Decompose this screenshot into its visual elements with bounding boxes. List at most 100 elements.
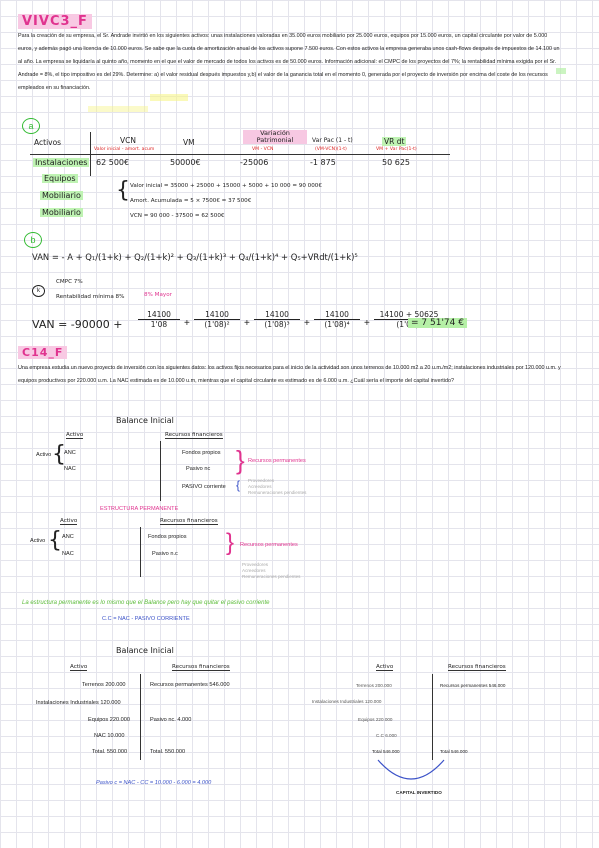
fraction-denominator: (1'08)⁴ — [324, 320, 350, 329]
fraction-denominator: 1'08 — [150, 320, 168, 329]
balance2-right-item-0: Fondos propios — [148, 534, 187, 540]
balance2-divider — [140, 527, 141, 577]
van-fraction-term: 14100(1'08)² — [194, 310, 240, 329]
balance4-activo-header: Activo — [376, 664, 394, 671]
balance4-left-item-2: Equipos 220.000 — [358, 717, 393, 722]
row-instalaciones: Instalaciones — [33, 158, 90, 167]
part-b-label: b — [24, 232, 42, 248]
exercise-2-statement: Una empresa estudia un nuevo proyecto de… — [18, 365, 561, 384]
balance2-left-item-1: NAC — [62, 551, 74, 557]
balance1-right-item-1: Pasivo nc — [186, 466, 211, 472]
balance4-right-item-1: Total 546.000 — [440, 749, 468, 754]
balance4-left-item-1: Instalaciones Industriales 120.000 — [312, 699, 382, 704]
subheader-vcn: Valor inicial - amort. acum — [94, 147, 155, 152]
balance2-note-1: Acreedores — [242, 568, 266, 573]
balance1-right-item-2: PASIVO corriente — [182, 484, 226, 490]
balance3-rec-header: Recursos financieros — [172, 664, 230, 671]
value-vm: 50000€ — [170, 158, 201, 167]
balance4-right-item-0: Recursos permanentes 546.000 — [440, 683, 506, 688]
balance2-note-0: Proveedores — [242, 562, 269, 567]
balance1-left-brace: { — [52, 442, 66, 467]
balance1-brace-label: Recursos permanentes — [248, 458, 306, 464]
exercise-title-1: VIVC3_F — [18, 14, 92, 29]
balance2-rec-header: Recursos financieros — [160, 518, 218, 525]
formula-amort: Amort. Acumulada = 5 × 7500€ = 37 500€ — [130, 198, 251, 204]
subheader-variacion: VM - VCN — [252, 147, 274, 152]
balance1-note-2: Remuneraciones pendientes — [248, 490, 307, 495]
balance3-left-item-4: Total. 550.000 — [92, 749, 128, 755]
statement-part-1: Para la creación de su empresa, el Sr. A… — [18, 33, 548, 52]
balance3-title: Balance Inicial — [116, 646, 174, 655]
balance3-right-item-1: Pasivo nc. 4.000 — [150, 717, 192, 723]
balance3-activo-header: Activo — [70, 664, 88, 671]
col-header-activos: Activos — [34, 138, 62, 147]
highlight-mark — [150, 94, 188, 101]
balance2-side-label: Activo — [30, 538, 46, 544]
subheader-vr: VM + Var Pac(1-t) — [376, 147, 417, 152]
balance1-right-item-0: Fondos propios — [182, 450, 221, 456]
van-final-left: VAN = -90000 + — [32, 318, 123, 331]
formula-amort-text: Amort. Acumulada = 5 × 7500€ = 37 500€ — [130, 198, 252, 204]
balance1-activo-header: Activo — [66, 432, 84, 439]
van-fraction-term: 14100(1'08)³ — [254, 310, 300, 329]
table-rule — [90, 132, 91, 176]
plus-sign: + — [364, 318, 370, 329]
formula-vcn-text: VCN = 90 000 - 37500 = 62 500€ — [130, 213, 225, 219]
balance3-left-item-2: Equipos 220.000 — [88, 717, 130, 723]
balance3-right-item-0: Recursos permanentes 546.000 — [150, 682, 230, 688]
balance2-left-item-0: ANC — [62, 534, 74, 540]
part-a-label: a — [22, 118, 40, 134]
capital-invertido-curve — [377, 759, 445, 780]
k-option-rentabilidad: Rentabilidad mínima 8% — [56, 294, 125, 300]
highlight-mark — [88, 106, 148, 112]
col-header-vm: VM — [183, 138, 195, 147]
balance3-divider — [140, 674, 141, 760]
fraction-denominator: (1'08)³ — [264, 320, 290, 329]
statement-part-2: Con estos activos la empresa generaba un… — [18, 46, 560, 91]
balance2-activo-header: Activo — [60, 518, 78, 525]
balance3-left-item-0: Terrenos 200.000 — [82, 682, 126, 688]
balance1-left-item-0: ANC — [64, 450, 76, 456]
row-equipos: Equipos — [42, 174, 78, 183]
value-vcn: 62 500€ — [96, 158, 130, 167]
balance1-note-1: Acreedores — [248, 484, 272, 489]
balance4-rec-header: Recursos financieros — [448, 664, 506, 671]
fraction-numerator: 14100 — [194, 310, 240, 320]
subheader-var-pac: (VM-VCN)(1-t) — [315, 147, 347, 152]
value-vr: 50 625 — [382, 158, 410, 167]
balance4-left-item-0: Terrenos 200.000 — [356, 683, 392, 688]
col-header-var-pac: Var Pac (1 - t) — [312, 137, 353, 144]
van-general-formula: VAN = - A + Q₁/(1+k) + Q₂/(1+k)² + Q₃/(1… — [32, 252, 358, 262]
vcn-table: Activos VCN VM Variación Patrimonial Var… — [30, 130, 450, 180]
col-header-variacion: Variación Patrimonial — [243, 130, 307, 144]
row-mobiliario: Mobiliario — [40, 191, 83, 200]
balance2-left-brace: { — [48, 528, 62, 553]
van-result: = 7 51'74 € — [408, 318, 467, 328]
value-var-pac: -1 875 — [310, 158, 336, 167]
k-label: k — [32, 285, 45, 297]
capital-invertido-label: CAPITAL INVERTIDO — [396, 790, 442, 795]
plus-sign: + — [184, 318, 190, 329]
k-choice-note: 8% Mayor — [144, 292, 172, 298]
balance1-left-item-1: NAC — [64, 466, 76, 472]
fraction-numerator: 14100 — [254, 310, 300, 320]
estructura-explanation: La estructura permanente es lo mismo que… — [22, 600, 270, 606]
balance2-brace-label: Recursos permanentes — [240, 542, 298, 548]
cc-formula: C.C = NAC - PASIVO CORRIENTE — [102, 616, 190, 622]
balance2-right-item-1: Pasivo n.c — [152, 551, 178, 557]
balance3-left-item-3: NAC 10.000 — [94, 733, 125, 739]
k-option-cmpc: CMPC 7% — [56, 279, 83, 285]
highlight-mark — [556, 68, 566, 74]
van-fraction-term: 14100(1'08)⁴ — [314, 310, 360, 329]
plus-sign: + — [304, 318, 310, 329]
value-variacion: -25006 — [240, 158, 269, 167]
balance4-left-item-4: Total 546.000 — [372, 749, 400, 754]
balance4-divider — [432, 674, 433, 760]
balance2-note-2: Remuneraciones pendientes — [242, 574, 301, 579]
balance1-side-label: Activo — [36, 452, 52, 458]
fraction-numerator: 14100 — [138, 310, 180, 320]
formula-valor-inicial-text: Valor inicial = 35000 + 25000 + 15000 + … — [130, 183, 322, 189]
estructura-permanente-title: ESTRUCTURA PERMANENTE — [100, 506, 179, 512]
col-header-vcn: VCN — [120, 136, 136, 145]
